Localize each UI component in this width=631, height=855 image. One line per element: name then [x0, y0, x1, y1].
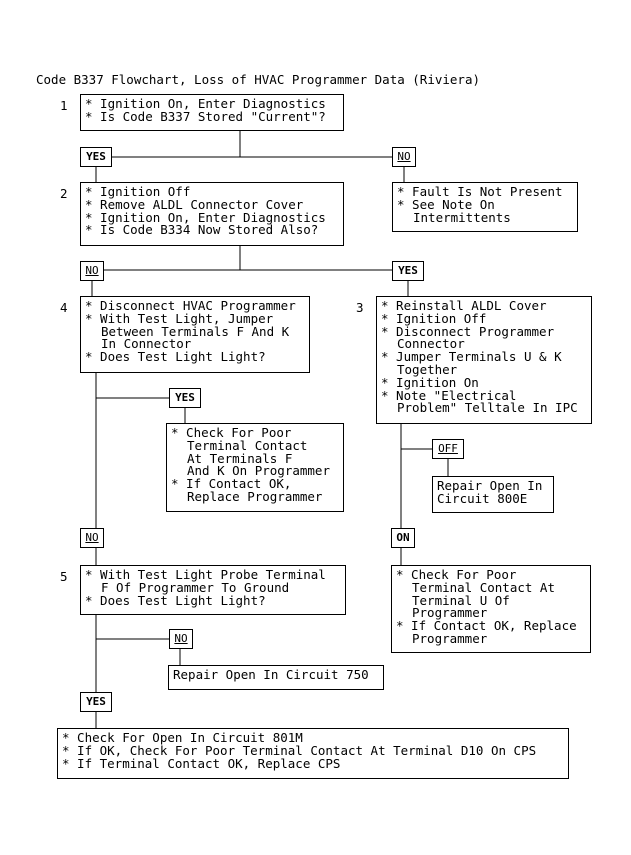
final-line: * If OK, Check For Poor Terminal Contact…: [62, 742, 537, 758]
repair-800e-line: Circuit 800E: [437, 490, 528, 506]
step-4-line: * Disconnect HVAC Programmer: [85, 298, 296, 313]
step-5-line: F Of Programmer To Ground: [101, 579, 290, 595]
fault-line: * Fault Is Not Present: [397, 184, 563, 199]
step-number-3: 3: [356, 300, 364, 315]
step-3-line: * Reinstall ALDL Cover: [381, 298, 547, 313]
repair-800e-box: Repair Open In Circuit 800E: [432, 476, 554, 513]
step-number-5: 5: [60, 569, 68, 584]
check-terminals-fk-box: * Check For Poor Terminal Contact At Ter…: [166, 423, 344, 512]
check-fk-line: At Terminals F: [187, 450, 293, 466]
yes-tag-4: YES: [169, 388, 201, 408]
no-tag-2: NO: [80, 261, 104, 281]
step-4-line: In Connector: [101, 336, 192, 352]
repair-750-box: Repair Open In Circuit 750: [168, 665, 384, 690]
step-1-box: * Ignition On, Enter Diagnostics * Is Co…: [80, 94, 344, 131]
step-number-1: 1: [60, 98, 68, 113]
yes-tag-2: YES: [392, 261, 424, 281]
check-u-line: Programmer: [412, 630, 488, 646]
step-3-line: * Ignition On: [381, 374, 479, 390]
fault-line: * See Note On: [397, 196, 495, 212]
step-3-line: Connector: [397, 336, 465, 352]
no-tag-4-text: NO: [85, 531, 99, 544]
step-4-box: * Disconnect HVAC Programmer * With Test…: [80, 296, 310, 373]
step-5-line: * Does Test Light Light?: [85, 592, 266, 608]
step-4-line: * Does Test Light Light?: [85, 349, 266, 365]
step-1-line: * Ignition On, Enter Diagnostics: [85, 96, 326, 111]
check-fk-line: * If Contact OK,: [171, 476, 292, 492]
step-2-line: * Ignition On, Enter Diagnostics: [85, 209, 326, 225]
check-fk-line: Terminal Contact: [187, 437, 308, 453]
check-u-line: Terminal U Of: [412, 592, 510, 608]
page-title: Code B337 Flowchart, Loss of HVAC Progra…: [36, 72, 481, 87]
on-tag-3: ON: [391, 528, 415, 548]
no-tag-5-text: NO: [174, 632, 188, 645]
check-u-line: Programmer: [412, 605, 488, 621]
step-3-line: * Note "Electrical: [381, 387, 517, 403]
check-terminal-u-box: * Check For Poor Terminal Contact At Ter…: [391, 565, 591, 653]
step-3-box: * Reinstall ALDL Cover * Ignition Off * …: [376, 296, 592, 424]
step-3-line: Problem" Telltale In IPC: [397, 400, 578, 416]
step-2-line: * Is Code B334 Now Stored Also?: [85, 222, 319, 238]
check-u-line: * Check For Poor: [396, 567, 517, 582]
step-2-line: * Ignition Off: [85, 184, 191, 199]
off-tag-3: OFF: [432, 439, 464, 459]
fault-line: Intermittents: [413, 209, 511, 225]
off-tag-3-text: OFF: [438, 442, 458, 455]
check-u-line: Terminal Contact At: [412, 579, 555, 595]
step-3-line: * Jumper Terminals U & K: [381, 349, 562, 365]
check-fk-line: * Check For Poor: [171, 425, 292, 440]
check-u-line: * If Contact OK, Replace: [396, 618, 577, 634]
fault-not-present-box: * Fault Is Not Present * See Note On Int…: [392, 182, 578, 232]
step-2-box: * Ignition Off * Remove ALDL Connector C…: [80, 182, 344, 246]
step-number-2: 2: [60, 186, 68, 201]
yes-tag-5: YES: [80, 692, 112, 712]
no-tag-1-text: NO: [397, 150, 411, 163]
step-4-line: * With Test Light, Jumper: [85, 310, 274, 326]
step-number-4: 4: [60, 300, 68, 315]
step-3-line: * Ignition Off: [381, 310, 487, 326]
step-2-line: * Remove ALDL Connector Cover: [85, 196, 304, 212]
step-5-box: * With Test Light Probe Terminal F Of Pr…: [80, 565, 346, 615]
step-5-line: * With Test Light Probe Terminal: [85, 567, 326, 582]
check-fk-line: And K On Programmer: [187, 463, 330, 479]
final-box: * Check For Open In Circuit 801M * If OK…: [57, 728, 569, 779]
no-tag-1: NO: [392, 147, 416, 167]
step-1-line: * Is Code B337 Stored "Current"?: [85, 108, 326, 124]
no-tag-5: NO: [169, 629, 193, 649]
repair-750-line: Repair Open In Circuit 750: [173, 667, 369, 682]
check-fk-line: Replace Programmer: [187, 488, 323, 504]
step-3-line: Together: [397, 361, 458, 377]
final-line: * If Terminal Contact OK, Replace CPS: [62, 755, 341, 771]
no-tag-4: NO: [80, 528, 104, 548]
no-tag-2-text: NO: [85, 264, 99, 277]
final-line: * Check For Open In Circuit 801M: [62, 730, 303, 745]
step-3-line: * Disconnect Programmer: [381, 323, 555, 339]
yes-tag-1: YES: [80, 147, 112, 167]
repair-800e-line: Repair Open In: [437, 478, 543, 493]
step-4-line: Between Terminals F And K: [101, 323, 290, 339]
